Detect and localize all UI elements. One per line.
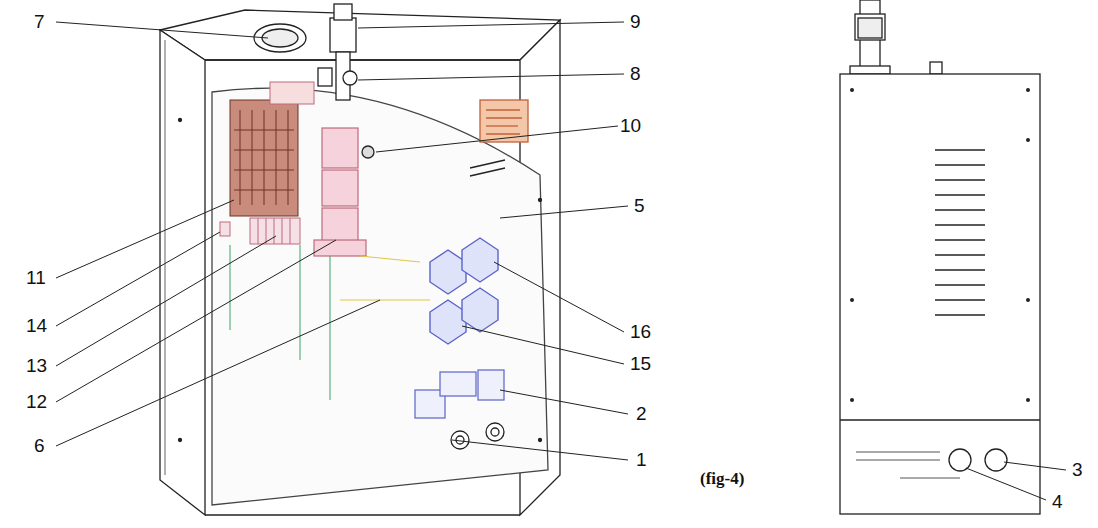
callout-number: 6: [34, 436, 45, 455]
callout-number: 16: [630, 322, 651, 341]
callout-number: 5: [634, 196, 645, 215]
callout-number: 13: [26, 356, 47, 375]
callout-number: 12: [26, 392, 47, 411]
callout-number: 7: [34, 12, 45, 31]
callout-number: 2: [636, 404, 647, 423]
callout-number: 15: [630, 354, 651, 373]
callout-number: 9: [630, 12, 641, 31]
callout-number: 1: [636, 450, 647, 469]
callout-number: 3: [1072, 460, 1083, 479]
callout-number: 14: [26, 316, 47, 335]
callout-number: 4: [1052, 492, 1063, 511]
callout-number: 11: [26, 268, 46, 287]
callout-number: 8: [630, 64, 641, 83]
figure-caption: (fig-4): [700, 470, 744, 487]
callout-number: 10: [620, 116, 641, 135]
